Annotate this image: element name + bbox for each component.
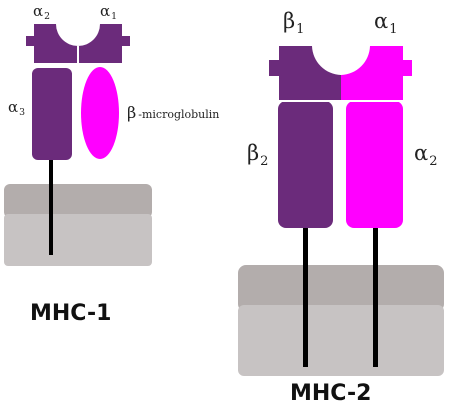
mhc1-alpha1-alpha2-groove [26, 24, 130, 64]
mhc2-title: MHC-2 [290, 381, 372, 406]
mhc2-alpha-stalk [373, 226, 378, 367]
mhc1-alpha2-subscript: 2 [44, 11, 51, 23]
mhc1-alpha3-domain [32, 68, 72, 160]
mhc2-beta1-subscript: 1 [296, 21, 305, 37]
mhc1-alpha2-label: α2 [33, 4, 50, 22]
mhc2-beta2-label: β2 [247, 143, 268, 168]
mhc2-beta1-label: β1 [283, 11, 304, 36]
mhc1-alpha1-symbol: α [100, 2, 111, 20]
mhc1-alpha1-label: α1 [100, 4, 117, 22]
mhc2-alpha1-domain [341, 46, 412, 101]
mhc1-beta-microglobulin-label: β-microglobulin [127, 105, 219, 121]
mhc1-beta2-microglobulin [81, 67, 119, 159]
mhc1-beta-symbol: β [127, 103, 137, 122]
mhc1-title: MHC-1 [30, 301, 112, 326]
mhc2-alpha2-label: α2 [414, 143, 437, 168]
mhc1-microglobulin-text: -microglobulin [138, 108, 220, 121]
mhc2-beta-stalk [303, 226, 308, 367]
mhc1-membrane-lower [4, 214, 152, 266]
mhc2-alpha2-subscript: 2 [429, 153, 438, 169]
mhc2-beta1-symbol: β [283, 9, 296, 33]
mhc2-beta2-symbol: β [247, 141, 260, 165]
mhc2-alpha1-symbol: α [374, 9, 389, 33]
mhc1-alpha3-label: α3 [8, 100, 25, 118]
mhc1-alpha3-symbol: α [8, 98, 19, 116]
mhc2-molecule [238, 46, 444, 376]
mhc1-molecule [4, 24, 152, 266]
mhc2-membrane-upper [238, 265, 444, 312]
mhc2-alpha1-subscript: 1 [389, 21, 398, 37]
mhc2-alpha2-domain [346, 101, 403, 228]
mhc2-beta1-domain [269, 46, 341, 101]
mhc1-alpha3-subscript: 3 [19, 107, 26, 119]
mhc2-alpha1-label: α1 [374, 11, 397, 36]
mhc1-alpha2-symbol: α [33, 2, 44, 20]
mhc2-beta2-domain [278, 101, 333, 228]
mhc2-membrane-lower [238, 305, 444, 376]
mhc2-beta2-subscript: 2 [260, 153, 269, 169]
mhc1-alpha1-subscript: 1 [111, 11, 118, 23]
mhc1-membrane-upper [4, 184, 152, 218]
mhc1-transmembrane-stalk [49, 158, 53, 255]
mhc2-alpha2-symbol: α [414, 141, 429, 165]
